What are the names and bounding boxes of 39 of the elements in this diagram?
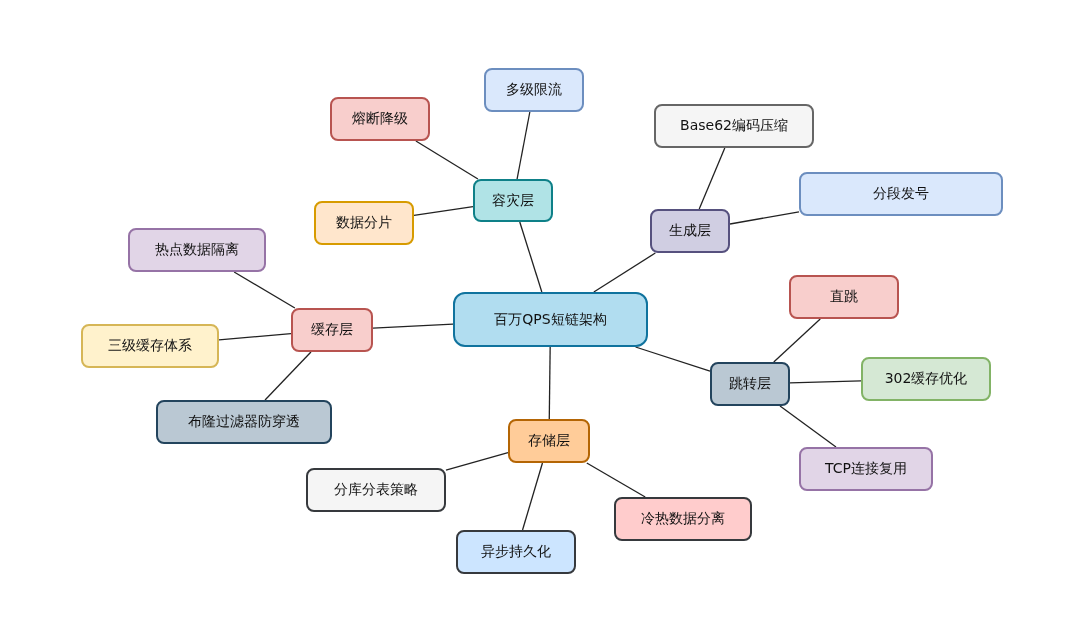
topic-box: 多级限流 bbox=[484, 68, 584, 112]
connector-line bbox=[634, 346, 711, 372]
connector-line bbox=[233, 271, 296, 309]
topic-box: 生成层 bbox=[650, 209, 730, 253]
connector-line bbox=[445, 451, 509, 471]
topic-box: 三级缓存体系 bbox=[81, 324, 219, 368]
topic-box: 存储层 bbox=[508, 419, 590, 463]
topic-box: 熔断降级 bbox=[330, 97, 430, 141]
connector-line bbox=[729, 211, 800, 225]
topic-box: TCP连接复用 bbox=[799, 447, 933, 491]
topic-box: 缓存层 bbox=[291, 308, 373, 352]
connector-line bbox=[413, 205, 474, 217]
topic-box: 跳转层 bbox=[710, 362, 790, 406]
connector-line bbox=[779, 405, 837, 448]
connector-line bbox=[521, 462, 544, 531]
topic-box: 分库分表策略 bbox=[306, 468, 446, 512]
connector-line bbox=[789, 380, 862, 384]
connector-line bbox=[593, 252, 656, 293]
connector-line bbox=[519, 221, 543, 293]
topic-box: Base62编码压缩 bbox=[654, 104, 814, 148]
connector-line bbox=[218, 332, 292, 341]
connector-line bbox=[372, 323, 454, 329]
connector-line bbox=[415, 140, 479, 180]
connector-line bbox=[516, 111, 531, 180]
topic-box: 数据分片 bbox=[314, 201, 414, 245]
topic-box: 分段发号 bbox=[799, 172, 1003, 216]
connector-line bbox=[586, 462, 646, 498]
connector-line bbox=[698, 147, 726, 210]
connector-line bbox=[548, 346, 551, 420]
topic-box: 容灾层 bbox=[473, 179, 553, 222]
topic-box: 直跳 bbox=[789, 275, 899, 319]
connector-line bbox=[773, 318, 821, 363]
topic-box: 热点数据隔离 bbox=[128, 228, 266, 272]
connector-line bbox=[264, 351, 312, 401]
topic-box: 异步持久化 bbox=[456, 530, 576, 574]
topic-box: 布隆过滤器防穿透 bbox=[156, 400, 332, 444]
topic-box: 302缓存优化 bbox=[861, 357, 991, 401]
root-box: 百万QPS短链架构 bbox=[453, 292, 648, 347]
topic-box: 冷热数据分离 bbox=[614, 497, 752, 541]
